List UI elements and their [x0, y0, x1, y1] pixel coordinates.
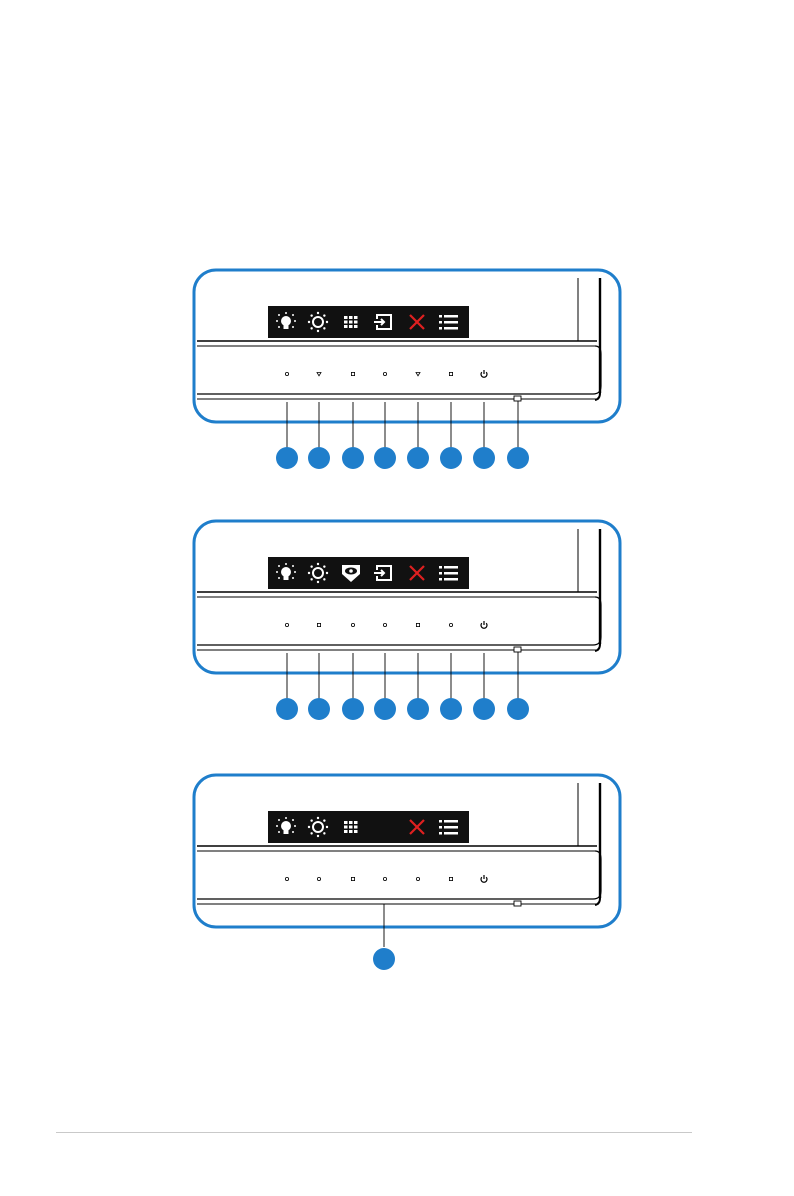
- monitor-bezel: [197, 278, 601, 400]
- button-square-mark[interactable]: [416, 623, 419, 626]
- menu-icon: [439, 820, 458, 835]
- power-indicator: [514, 647, 521, 652]
- monitor-diagram-2: [185, 513, 625, 728]
- monitor-bezel: [197, 529, 601, 651]
- osd-shortcut-bar: [268, 557, 469, 589]
- osd-shortcut-bar: [268, 306, 469, 338]
- monitor-diagram-3: [185, 767, 625, 972]
- figure-1-svg: [185, 262, 625, 477]
- callout-marker: [440, 447, 462, 469]
- grid-icon: [344, 316, 358, 328]
- front-buttons: [285, 370, 487, 377]
- button-square-mark[interactable]: [351, 877, 354, 880]
- button-power-mark[interactable]: [481, 875, 487, 882]
- callout-marker: [507, 698, 529, 720]
- button-square-mark[interactable]: [449, 372, 452, 375]
- button-dot-mark[interactable]: [383, 623, 386, 626]
- button-dot-mark[interactable]: [285, 877, 288, 880]
- button-dot-mark[interactable]: [285, 623, 288, 626]
- button-square-mark[interactable]: [449, 877, 452, 880]
- button-dot-mark[interactable]: [449, 623, 452, 626]
- callout-marker: [276, 698, 298, 720]
- figure-3-svg: [185, 767, 625, 972]
- button-triangle-mark[interactable]: [317, 373, 321, 376]
- button-dot-mark[interactable]: [383, 877, 386, 880]
- callouts: [373, 904, 395, 970]
- figure-2-svg: [185, 513, 625, 728]
- button-triangle-mark[interactable]: [416, 373, 420, 376]
- grid-icon: [344, 821, 358, 833]
- callout-marker: [342, 698, 364, 720]
- callout-marker: [407, 447, 429, 469]
- callout-marker: [473, 447, 495, 469]
- callouts: [276, 401, 529, 469]
- button-square-mark[interactable]: [351, 372, 354, 375]
- front-buttons: [285, 621, 487, 628]
- callout-marker: [374, 447, 396, 469]
- callout-marker: [308, 447, 330, 469]
- callout-marker: [440, 698, 462, 720]
- callout-marker: [507, 447, 529, 469]
- callout-marker: [373, 948, 395, 970]
- front-buttons: [285, 875, 487, 882]
- monitor-bezel: [197, 783, 601, 905]
- button-square-mark[interactable]: [317, 623, 320, 626]
- monitor-diagram-1: [185, 262, 625, 477]
- callout-marker: [407, 698, 429, 720]
- button-dot-mark[interactable]: [285, 372, 288, 375]
- button-power-mark[interactable]: [481, 621, 487, 628]
- button-dot-mark[interactable]: [383, 372, 386, 375]
- callouts: [276, 652, 529, 720]
- footer-rule: [56, 1132, 692, 1133]
- menu-icon: [439, 315, 458, 330]
- button-dot-mark[interactable]: [351, 623, 354, 626]
- power-indicator: [514, 396, 521, 401]
- menu-icon: [439, 566, 458, 581]
- button-dot-mark[interactable]: [317, 877, 320, 880]
- osd-shortcut-bar: [268, 811, 469, 843]
- callout-marker: [276, 447, 298, 469]
- callout-marker: [308, 698, 330, 720]
- button-power-mark[interactable]: [481, 370, 487, 377]
- button-dot-mark[interactable]: [416, 877, 419, 880]
- callout-marker: [473, 698, 495, 720]
- callout-marker: [342, 447, 364, 469]
- callout-marker: [374, 698, 396, 720]
- power-indicator: [514, 901, 521, 906]
